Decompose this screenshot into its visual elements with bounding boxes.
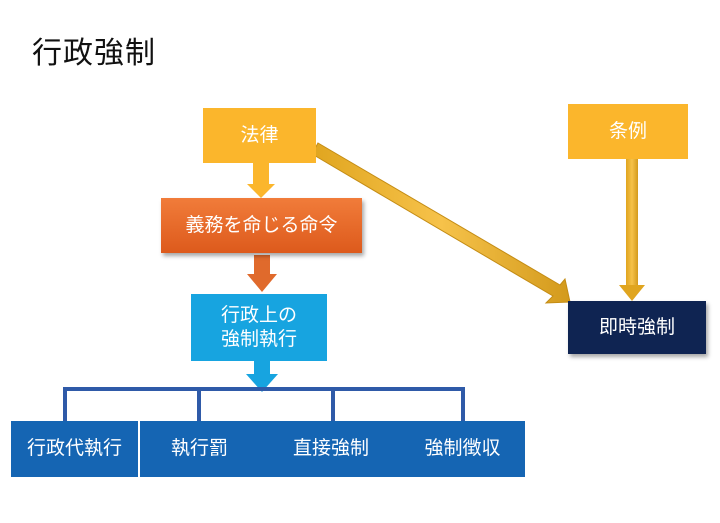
branch-bracket [63,387,465,423]
node-law: 法律 [203,108,316,163]
arrow-law-to-immediate [311,142,571,304]
node-chokusetsu: 直接強制 [293,437,370,460]
node-daishikko: 行政代執行 [11,421,138,477]
node-group-middle: 執行罰 直接強制 [140,421,400,477]
page-title: 行政強制 [32,36,156,71]
node-shikkobatsu: 執行罰 [171,437,229,460]
node-order: 義務を命じる命令 [161,198,362,253]
node-administrative-enforcement: 行政上の 強制執行 [191,294,327,361]
node-choshu: 強制徴収 [400,421,525,477]
arrow-ordinance-to-immediate [619,159,645,301]
arrow-exec-to-bracket [246,361,278,392]
node-exec-line1: 行政上の [220,303,297,326]
node-ordinance: 条例 [568,104,688,159]
arrow-order-to-exec [247,255,277,292]
node-exec-line2: 強制執行 [220,327,297,350]
node-immediate-enforcement: 即時強制 [568,301,706,354]
arrow-law-to-order [247,163,275,198]
